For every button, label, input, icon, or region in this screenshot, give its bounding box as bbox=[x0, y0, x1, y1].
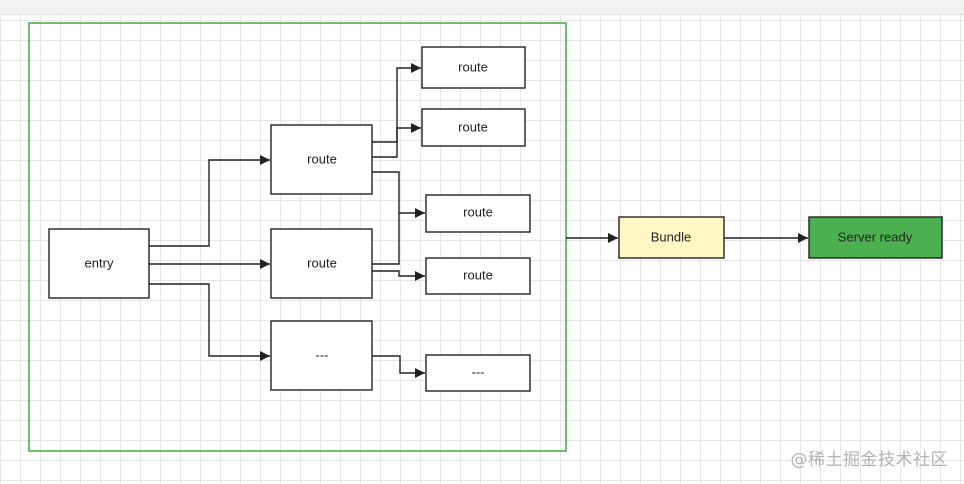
route-label: route bbox=[458, 119, 488, 134]
placeholder-node: --- bbox=[425, 354, 531, 392]
placeholder-node: --- bbox=[270, 320, 373, 391]
route-label: route bbox=[307, 255, 337, 270]
bundle-box bbox=[618, 216, 725, 259]
connector-entry-route-1 bbox=[149, 155, 270, 247]
connectors bbox=[149, 63, 808, 378]
connector-route-1-route-1a bbox=[372, 63, 421, 143]
route-label: route bbox=[463, 204, 493, 219]
route-node: route bbox=[421, 108, 526, 147]
bundle-label: Bundle bbox=[651, 229, 691, 244]
entry-node: entry bbox=[48, 228, 150, 299]
connector-placeholder-placeholder bbox=[372, 355, 425, 378]
top-toolbar-strip bbox=[0, 0, 964, 15]
connector-entry-placeholder bbox=[149, 283, 270, 361]
placeholder-label: --- bbox=[316, 347, 329, 362]
route-node: route bbox=[425, 257, 531, 295]
route-node: route bbox=[270, 228, 373, 299]
watermark-text: @稀土掘金技术社区 bbox=[790, 450, 948, 470]
placeholder-label: --- bbox=[472, 364, 485, 379]
route-node: route bbox=[270, 124, 373, 195]
route-label: route bbox=[307, 151, 337, 166]
route-label: route bbox=[458, 59, 488, 74]
connector-route-1-route-1b bbox=[372, 123, 421, 158]
route-node: route bbox=[425, 194, 531, 233]
connector-route-2-route-2b bbox=[372, 270, 425, 281]
route-label: route bbox=[463, 267, 493, 282]
bundle-node: Bundle bbox=[618, 216, 725, 259]
server-ready-label: Server ready bbox=[838, 229, 913, 244]
route-node: route bbox=[421, 46, 526, 89]
entry-label: entry bbox=[85, 255, 114, 270]
build-group-container bbox=[28, 22, 567, 452]
server-ready-box bbox=[808, 216, 943, 259]
connector-route-2-route-2a bbox=[372, 213, 400, 265]
server-ready-node: Server ready bbox=[808, 216, 943, 259]
connector-route-1-route-2a bbox=[372, 171, 425, 218]
